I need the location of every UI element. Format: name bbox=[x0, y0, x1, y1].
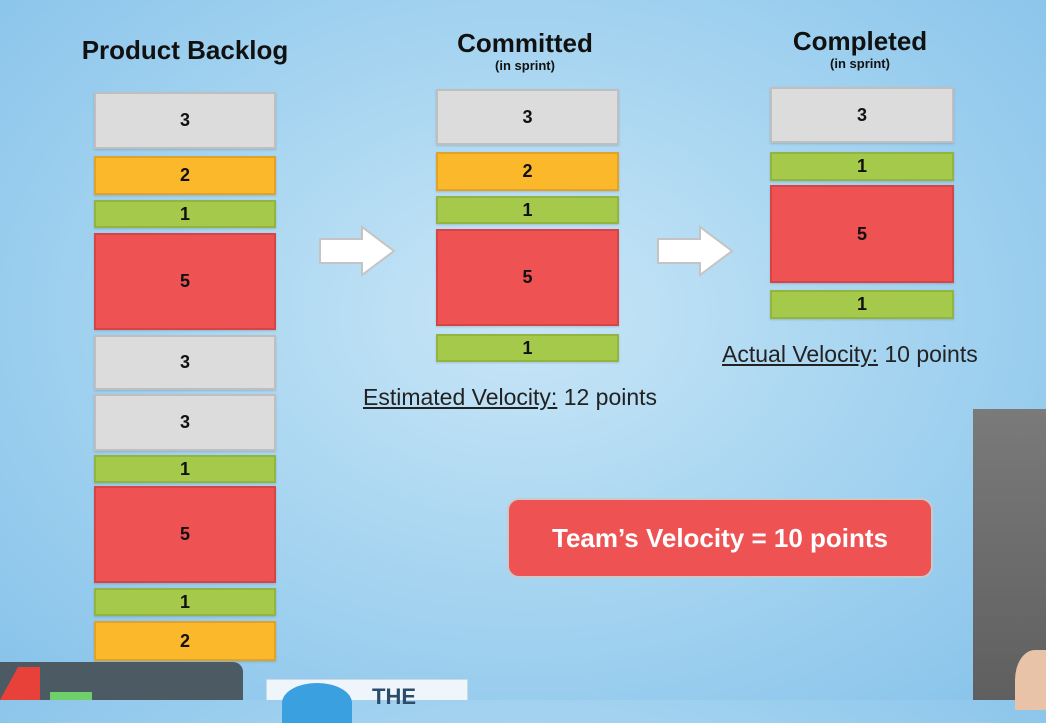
right-arrow-icon bbox=[657, 225, 734, 277]
committed-item: 2 bbox=[436, 152, 619, 191]
backlog-item: 2 bbox=[94, 621, 276, 661]
completed-item: 1 bbox=[770, 152, 954, 181]
committed-title-text: Committed bbox=[457, 28, 593, 58]
completed-title: Completed (in sprint) bbox=[760, 26, 960, 72]
backlog-item: 5 bbox=[94, 233, 276, 330]
estimated-velocity-label: Estimated Velocity: bbox=[363, 384, 558, 410]
presenter-hand bbox=[1015, 650, 1046, 710]
completed-item: 5 bbox=[770, 185, 954, 283]
team-velocity-text: Team’s Velocity = 10 points bbox=[552, 522, 888, 553]
actual-velocity-label: Actual Velocity: bbox=[722, 341, 878, 367]
actual-velocity-value: 10 points bbox=[884, 341, 978, 367]
backlog-title-text: Product Backlog bbox=[81, 35, 289, 65]
progress-indicator bbox=[50, 692, 92, 700]
actual-velocity: Actual Velocity: 10 points bbox=[722, 341, 978, 368]
team-velocity-box: Team’s Velocity = 10 points bbox=[507, 498, 933, 578]
logo-circle-icon bbox=[282, 683, 352, 723]
completed-subtitle: (in sprint) bbox=[830, 56, 890, 71]
right-arrow-icon bbox=[319, 225, 396, 277]
committed-item: 5 bbox=[436, 229, 619, 326]
committed-item: 1 bbox=[436, 334, 619, 362]
back-arrow-icon[interactable] bbox=[0, 667, 40, 700]
backlog-title: Product Backlog bbox=[60, 35, 310, 65]
backlog-item: 2 bbox=[94, 156, 276, 195]
player-bar bbox=[0, 662, 243, 700]
estimated-velocity-value: 12 points bbox=[563, 384, 658, 410]
backlog-item: 3 bbox=[94, 92, 276, 149]
estimated-velocity: Estimated Velocity: 12 points bbox=[363, 384, 657, 411]
committed-subtitle: (in sprint) bbox=[495, 58, 555, 73]
backlog-item: 5 bbox=[94, 486, 276, 583]
completed-item: 3 bbox=[770, 87, 954, 143]
backlog-item: 3 bbox=[94, 394, 276, 451]
completed-item: 1 bbox=[770, 290, 954, 319]
logo-text: THE bbox=[372, 684, 416, 709]
committed-item: 3 bbox=[436, 89, 619, 145]
committed-item: 1 bbox=[436, 196, 619, 224]
backlog-item: 1 bbox=[94, 588, 276, 616]
committed-title: Committed (in sprint) bbox=[425, 28, 625, 74]
completed-title-text: Completed bbox=[792, 26, 928, 56]
backlog-item: 1 bbox=[94, 455, 276, 483]
backlog-item: 3 bbox=[94, 335, 276, 390]
backlog-item: 1 bbox=[94, 200, 276, 228]
